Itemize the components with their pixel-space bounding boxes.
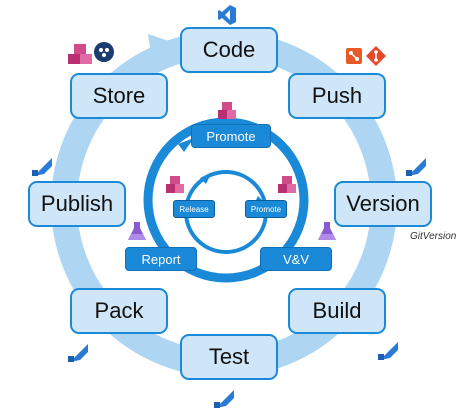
inner-vv-box: V&V bbox=[260, 247, 332, 271]
node-publish: Publish bbox=[28, 181, 126, 227]
node-code: Code bbox=[180, 27, 278, 73]
package-icon-promote-small bbox=[278, 176, 296, 193]
flask-icon-vv bbox=[318, 222, 336, 240]
container-registry-icon bbox=[94, 42, 114, 62]
azure-pipelines-icon-version bbox=[406, 158, 426, 176]
package-icon-release bbox=[166, 176, 184, 193]
azure-repos-icon bbox=[346, 48, 362, 64]
azure-pipelines-icon-test bbox=[214, 390, 234, 408]
node-pack: Pack bbox=[70, 288, 168, 334]
azure-pipelines-icon-build bbox=[378, 342, 398, 360]
node-build: Build bbox=[288, 288, 386, 334]
inner-arrowhead-top bbox=[178, 138, 194, 152]
flask-icon-report bbox=[128, 222, 146, 240]
node-store: Store bbox=[70, 73, 168, 119]
innermost-arrowhead-left bbox=[200, 172, 212, 184]
gitversion-label: GitVersion bbox=[410, 231, 457, 242]
outer-cycle-arrowhead bbox=[148, 34, 178, 62]
package-icon-store bbox=[68, 44, 92, 64]
azure-pipelines-icon-publish bbox=[32, 158, 52, 176]
inner-report-box: Report bbox=[125, 247, 197, 271]
package-icon-promote bbox=[218, 102, 236, 119]
visual-studio-icon bbox=[218, 5, 236, 25]
git-icon bbox=[366, 46, 386, 66]
inner-promote-box: Promote bbox=[191, 124, 271, 148]
azure-pipelines-icon-pack bbox=[68, 344, 88, 362]
inner-cycle-ring bbox=[143, 117, 309, 283]
node-push: Push bbox=[288, 73, 386, 119]
inner-release-box: Release bbox=[173, 200, 215, 218]
node-version: Version bbox=[334, 181, 432, 227]
node-test: Test bbox=[180, 334, 278, 380]
inner-promote-small-box: Promote bbox=[245, 200, 287, 218]
